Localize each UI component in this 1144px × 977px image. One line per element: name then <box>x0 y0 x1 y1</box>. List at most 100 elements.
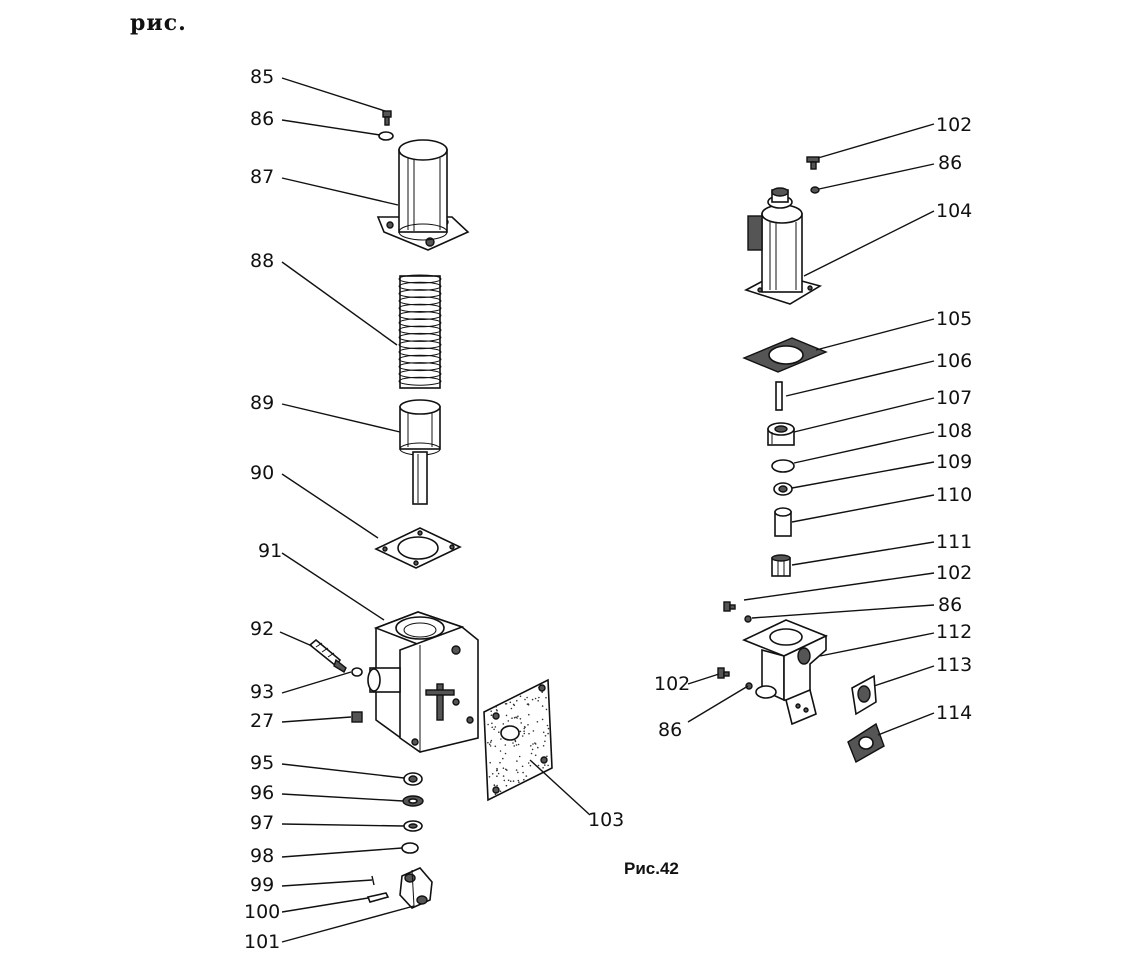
spring-coil <box>398 347 442 357</box>
callout-98: 98 <box>250 845 274 867</box>
callout-107: 107 <box>936 387 972 409</box>
stipple-dot <box>517 771 519 774</box>
stipple-dot <box>534 754 537 757</box>
callout-96: 96 <box>250 782 274 804</box>
callout-103: 103 <box>588 809 624 831</box>
stipple-dot <box>487 723 489 726</box>
stipple-dot <box>526 696 528 699</box>
stipple-dot <box>516 699 518 702</box>
stipple-dot <box>494 726 497 728</box>
stipple-dot <box>489 761 492 764</box>
stipple-dot <box>511 717 513 719</box>
stipple-dot <box>488 776 491 778</box>
callout-110: 110 <box>936 484 972 506</box>
stipple-dot <box>545 708 548 711</box>
stipple-dot <box>523 726 526 728</box>
part-91-body <box>367 611 479 753</box>
stipple-dot <box>491 773 494 775</box>
stipple-dot <box>496 784 498 787</box>
callout-91: 91 <box>258 540 282 562</box>
stipple-dot <box>494 793 497 796</box>
stipple-dot <box>488 743 491 746</box>
spring-coil <box>398 354 442 364</box>
spring-coil <box>398 274 442 284</box>
callout-114: 114 <box>936 702 972 724</box>
stipple-dot <box>527 762 530 764</box>
stipple-dot <box>495 709 498 711</box>
stipple-dot <box>518 781 520 783</box>
part-97-washer <box>403 820 423 832</box>
part-100-cotter <box>366 892 390 903</box>
part-27-plug <box>351 711 363 723</box>
stipple-dot <box>507 779 510 782</box>
stipple-dot <box>530 745 532 747</box>
callout-85: 85 <box>250 66 274 88</box>
stipple-dot <box>541 705 544 707</box>
stipple-dot <box>499 750 502 752</box>
stipple-dot <box>514 739 516 742</box>
callout-109: 109 <box>936 451 972 473</box>
stipple-dot <box>512 703 515 706</box>
part-87-cover <box>376 139 470 251</box>
part-107-plug <box>767 422 795 446</box>
stipple-dot <box>546 755 548 758</box>
spring-coil <box>398 281 442 291</box>
stipple-dot <box>524 698 526 701</box>
stipple-dot <box>523 732 526 735</box>
spring-coil <box>398 332 442 342</box>
stipple-dot <box>498 731 500 733</box>
stipple-dot <box>544 735 547 737</box>
callout-111: 111 <box>936 531 972 553</box>
part-86-washer-top <box>810 186 820 194</box>
stipple-dot <box>546 724 549 727</box>
stipple-dot <box>505 784 508 787</box>
callout-95: 95 <box>250 752 274 774</box>
stipple-dot <box>542 767 544 769</box>
callout-labels: 85 86 87 88 89 90 91 92 93 27 95 96 97 9… <box>244 66 972 953</box>
part-98-ring <box>401 842 419 854</box>
stipple-dot <box>509 701 512 704</box>
part-99-pin <box>371 875 375 886</box>
spring-coil <box>398 340 442 350</box>
part-111-cage <box>771 554 791 577</box>
part-102-screw-top <box>806 156 820 170</box>
stipple-dot <box>505 703 508 705</box>
stipple-dot <box>515 769 518 771</box>
stipple-dot <box>503 779 506 782</box>
stipple-dot <box>517 779 520 782</box>
stipple-dot <box>537 746 539 749</box>
stipple-dot <box>513 745 515 747</box>
stipple-dot <box>534 697 537 700</box>
stipple-dot <box>536 721 539 723</box>
callout-102-low: 102 <box>654 673 690 695</box>
stipple-dot <box>537 764 540 767</box>
stipple-dot <box>489 741 492 743</box>
stipple-dot <box>494 745 497 748</box>
stipple-dot <box>544 764 546 766</box>
stipple-dot <box>517 715 519 718</box>
callout-27: 27 <box>250 710 274 732</box>
stipple-dot <box>489 745 492 747</box>
stipple-dot <box>532 743 534 745</box>
stipple-dot <box>530 752 533 755</box>
stipple-dot <box>500 738 502 740</box>
callout-112: 112 <box>936 621 972 643</box>
spring-coil <box>398 289 442 299</box>
part-104-housing <box>743 187 823 305</box>
stipple-dot <box>519 730 522 733</box>
stipple-dot <box>499 761 501 764</box>
stipple-dot <box>505 714 508 717</box>
stipple-dot <box>523 727 525 730</box>
part-86-washer <box>378 131 394 141</box>
callout-99: 99 <box>250 874 274 896</box>
stipple-dot <box>499 790 502 793</box>
spring-coil <box>398 369 442 379</box>
stipple-dot <box>528 713 530 716</box>
stipple-dot <box>509 780 512 782</box>
spring-coil <box>398 303 442 313</box>
spring-coil <box>398 362 442 372</box>
part-101-fork <box>399 867 433 909</box>
stipple-dot <box>515 744 518 746</box>
stipple-dot <box>521 765 524 768</box>
